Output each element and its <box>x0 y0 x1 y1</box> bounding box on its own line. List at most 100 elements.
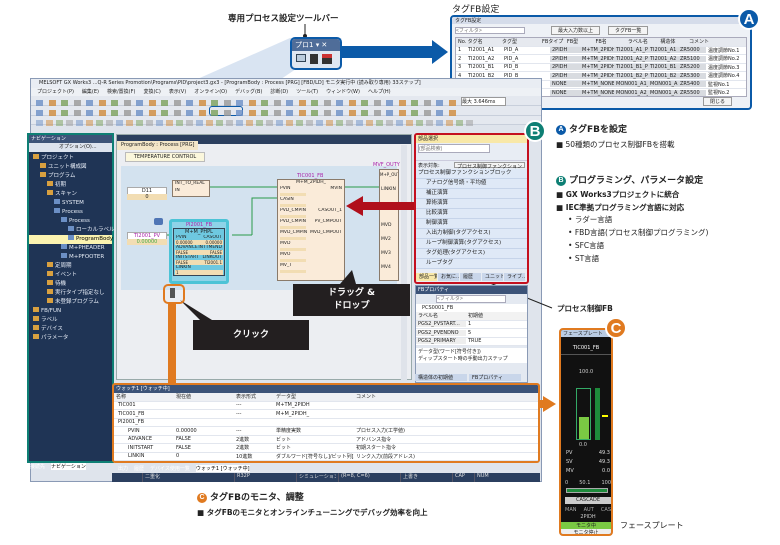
toolbar-button-icon[interactable] <box>136 110 143 116</box>
toolbar-button-icon[interactable] <box>296 120 303 126</box>
parts-tab[interactable]: ユニット <box>482 273 503 281</box>
toolbar-button-icon[interactable] <box>411 110 418 116</box>
menu-item[interactable]: 検索/置換(F) <box>106 89 136 95</box>
toolbar-button-icon[interactable] <box>366 120 373 126</box>
toolbar-button-icon[interactable] <box>76 120 83 126</box>
parts-search-input[interactable] <box>418 144 490 153</box>
toolbar-button-icon[interactable] <box>216 120 223 126</box>
toolbar-button-icon[interactable] <box>96 120 103 126</box>
fbprop-row[interactable]: PGS2_PVSTART...1 <box>416 321 527 329</box>
parts-list-item[interactable]: タグ処理(タグアクセス) <box>416 249 527 259</box>
toolbar-button-icon[interactable] <box>186 100 193 106</box>
toolbar-button-icon[interactable] <box>261 110 268 116</box>
toolbar-button-icon[interactable] <box>336 120 343 126</box>
watch-row[interactable]: LINKIN010進数ダブルワード[符号なし]/ビット列[32ビット]リンク入力… <box>114 453 538 461</box>
toolbar-button-icon[interactable] <box>161 110 168 116</box>
tab-programbody[interactable]: ProgramBody : Process [PRG] <box>117 141 199 150</box>
toolbar-button-icon[interactable] <box>226 120 233 126</box>
menu-item[interactable]: オンライン(O) <box>194 89 228 95</box>
fb-mvf-outy[interactable]: M+P_OUTYLINKINMVDMV2MV3MV4 <box>379 169 399 281</box>
toolbar-button-icon[interactable] <box>356 120 363 126</box>
watch-bottom-tab[interactable]: ウォッチ1 [ウォッチ中] <box>195 465 250 472</box>
toolbar-button-icon[interactable] <box>36 120 43 126</box>
tagfb-list-button[interactable]: タグFB一覧 <box>608 26 649 35</box>
process-fb-icon[interactable] <box>322 54 332 64</box>
toolbar-button-icon[interactable] <box>186 110 193 116</box>
nav-tree-item[interactable]: 未登録プログラム <box>29 298 112 307</box>
nav-tree-item[interactable]: FB/FUN <box>29 307 112 316</box>
watch-row[interactable]: PI2001_FB <box>114 419 538 427</box>
toolbar-button-icon[interactable] <box>36 100 43 106</box>
toolbar-button-icon[interactable] <box>73 100 81 106</box>
toolbar-button-icon[interactable] <box>36 110 43 116</box>
toolbar-button-icon[interactable] <box>48 100 56 106</box>
toolbar-button-icon[interactable] <box>311 100 318 106</box>
watch-col[interactable]: 表示形式 <box>236 394 257 401</box>
toolbar-button-icon[interactable] <box>406 120 413 126</box>
nav-tree-item[interactable]: パラメータ <box>29 334 112 343</box>
toolbar-button-icon[interactable] <box>446 120 453 126</box>
toolbar-button-icon[interactable] <box>323 100 331 106</box>
toolbar-button-icon[interactable] <box>398 100 406 106</box>
nav-tree-item[interactable]: プロジェクト <box>29 154 112 163</box>
toolbar-button-icon[interactable] <box>386 120 393 126</box>
toolbar-button-icon[interactable] <box>223 110 231 116</box>
toolbar-button-icon[interactable] <box>211 110 218 116</box>
toolbar-button-icon[interactable] <box>273 110 281 116</box>
parts-list-item[interactable]: ループ制御演算(タグアクセス) <box>416 239 527 249</box>
tagfb-col[interactable]: FB名 <box>595 39 607 46</box>
toolbar-button-icon[interactable] <box>311 110 318 116</box>
toolbar-button-icon[interactable] <box>436 100 443 106</box>
toolbar-button-icon[interactable] <box>98 110 106 116</box>
toolbar-button-icon[interactable] <box>423 100 431 106</box>
menu-item[interactable]: ヘルプ(H) <box>367 89 391 95</box>
toolbar-button-icon[interactable] <box>436 110 443 116</box>
fbprop-tab[interactable]: 構造体の初期値 <box>415 374 467 381</box>
toolbar-button-icon[interactable] <box>111 110 118 116</box>
mode-man[interactable]: MAN <box>565 507 577 513</box>
toolbar-button-icon[interactable] <box>361 110 368 116</box>
toolbar-button-icon[interactable] <box>286 110 293 116</box>
toolbar-button-icon[interactable] <box>326 120 333 126</box>
toolbar-button-icon[interactable] <box>276 120 283 126</box>
menu-item[interactable]: 編集(E) <box>81 89 99 95</box>
nav-tree-item[interactable]: Process <box>29 217 112 226</box>
toolbar-button-icon[interactable] <box>246 120 253 126</box>
toolbar-button-icon[interactable] <box>66 120 73 126</box>
tagfb-col[interactable]: FB型 <box>566 39 579 46</box>
menu-item[interactable]: ウィンドウ(W) <box>326 89 360 95</box>
toolbar-button-icon[interactable] <box>156 120 163 126</box>
toolbar-button-icon[interactable] <box>106 120 113 126</box>
nav-tree-item[interactable]: M+PHEADER <box>29 244 112 253</box>
toolbar-button-icon[interactable] <box>286 100 293 106</box>
toolbar-button-icon[interactable] <box>423 110 431 116</box>
nav-tree-item[interactable]: 初期 <box>29 181 112 190</box>
toolbar-button-icon[interactable] <box>386 100 393 106</box>
menu-item[interactable]: プロジェクト(P) <box>37 89 74 95</box>
toolbar-button-icon[interactable] <box>348 110 356 116</box>
parts-list-item[interactable]: 補正演算 <box>416 189 527 199</box>
toolbar-button-icon[interactable] <box>173 100 181 106</box>
tagfb-col[interactable]: No. <box>458 38 466 45</box>
toolbar-button-icon[interactable] <box>123 110 131 116</box>
toolbar-button-icon[interactable] <box>48 110 56 116</box>
toolbar-button-icon[interactable] <box>166 120 173 126</box>
toolbar-button-icon[interactable] <box>236 100 243 106</box>
nav-tree-item[interactable]: スキャン <box>29 190 112 199</box>
nav-tree-item[interactable]: SYSTEM <box>29 199 112 208</box>
menu-item[interactable]: デバッグ(B) <box>235 89 263 95</box>
toolbar-button-icon[interactable] <box>86 110 93 116</box>
toolbar-button-icon[interactable] <box>456 120 463 126</box>
toolbar-button-icon[interactable] <box>56 120 63 126</box>
toolbar-button-icon[interactable] <box>398 110 406 116</box>
toolbar-button-icon[interactable] <box>173 110 181 116</box>
watch-bottom-tab[interactable]: デバイス使用一覧 <box>150 466 190 472</box>
